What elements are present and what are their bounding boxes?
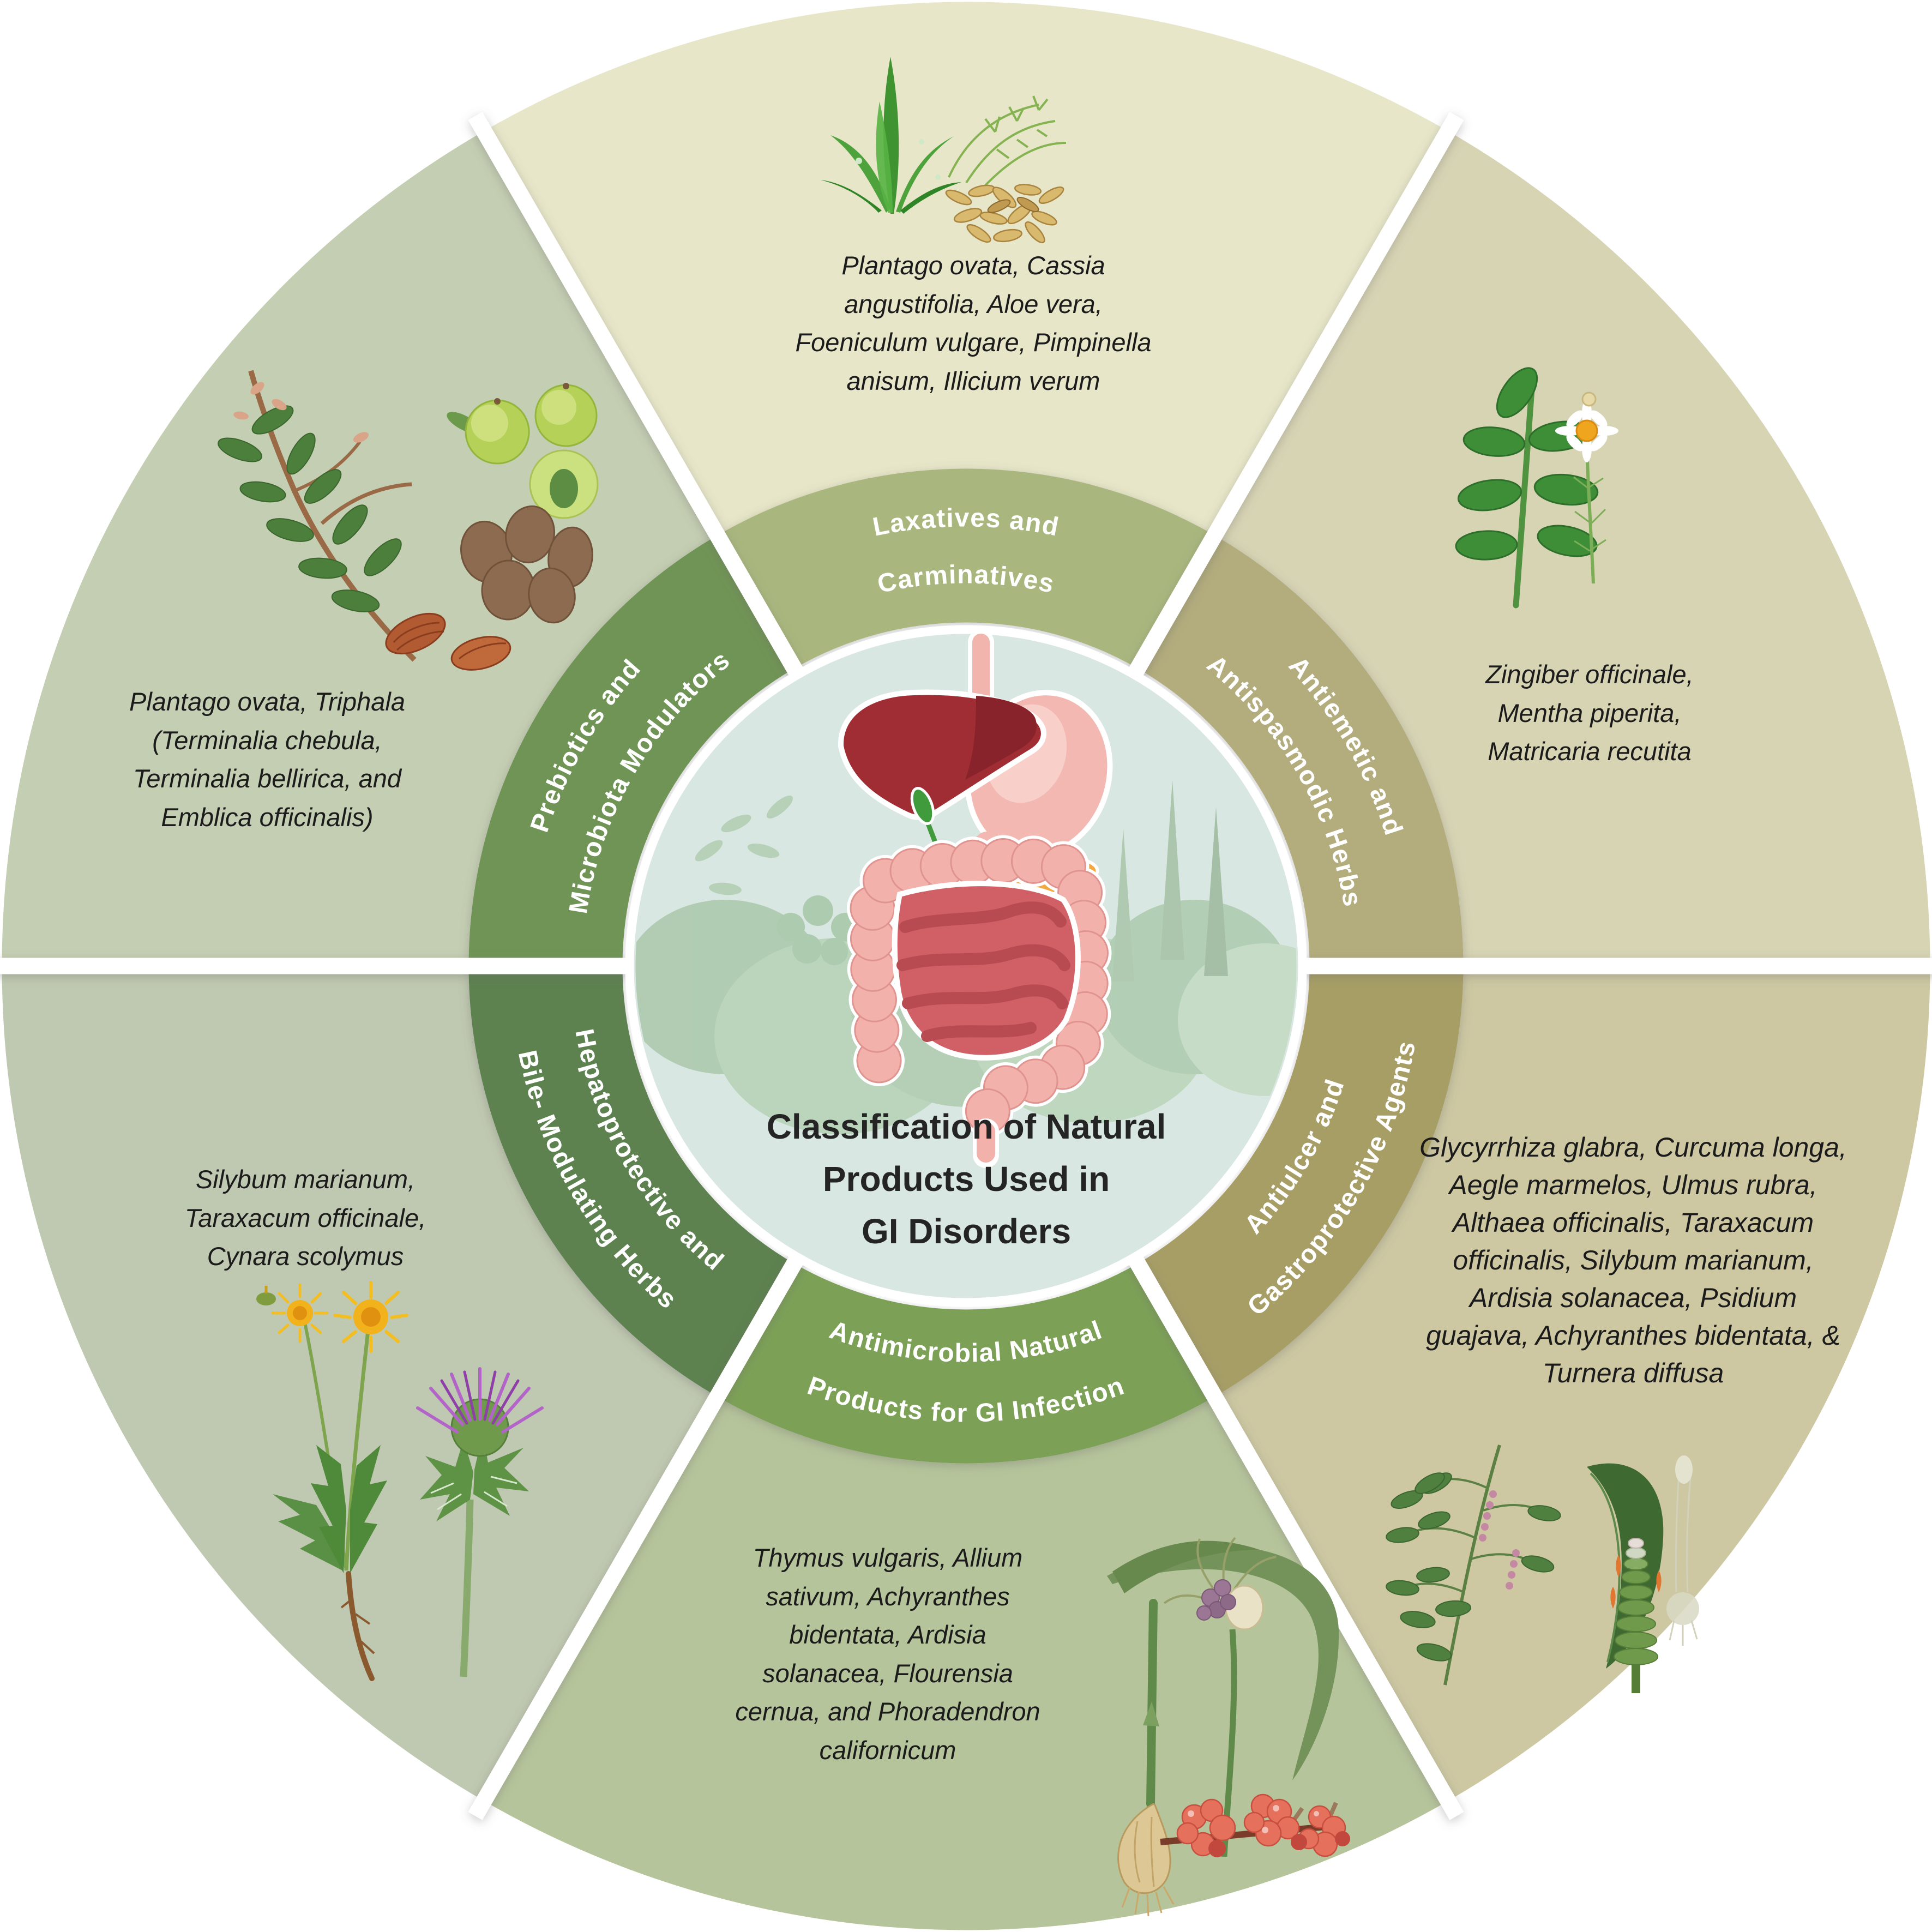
licorice-turmeric-icon: [1386, 1445, 1699, 1693]
garlic-bulbils-icon: [1163, 1537, 1277, 1630]
sector-divider: [1122, 112, 1464, 688]
sector-dividers: [0, 112, 1932, 1820]
species-list-antimicrobial: Thymus vulgaris, Allium sativum, Achyran…: [735, 1543, 1040, 1765]
band-antiemetic-and-antispasmodic-herbs: [1137, 535, 1464, 966]
sector-bands: [468, 468, 1464, 1464]
band-prebiotics-and-microbiota-modulators: [468, 535, 795, 966]
garlic-mistletoe-icon: [1107, 1537, 1350, 1917]
wedge-antimicrobial-natural-products-for-gi-infection: [484, 1397, 1448, 1930]
species-list-laxatives: Plantago ovata, Cassia angustifolia, Alo…: [795, 251, 1152, 395]
band-antimicrobial-natural-products-for-gi-infection: [717, 1263, 1215, 1464]
large-intestine-icon: [850, 838, 1109, 1134]
wedge-laxatives-and-carminatives: [484, 2, 1448, 535]
small-intestine-icon: [892, 881, 1081, 1061]
triphala-branch-icon: [218, 370, 599, 671]
sector-divider: [468, 1244, 810, 1820]
dandelion-flowers-icon: [256, 1281, 408, 1353]
peppermint-chamomile-icon: [1455, 367, 1618, 609]
diagram-title-line: Classification of Natural: [766, 1107, 1166, 1146]
gallbladder-icon: [910, 787, 935, 825]
aloe-vera-icon: [821, 57, 961, 214]
diagram-title-line: Products Used in: [822, 1159, 1110, 1199]
band-hepatoprotective-and-bile-modulating-herbs: [468, 966, 795, 1397]
diagram-title-line: GI Disorders: [861, 1212, 1072, 1251]
diagram-title: Classification of Natural Products Used …: [666, 1100, 1266, 1257]
gi-tract-illustration: [838, 629, 1113, 1168]
species-list-antiemetic: Zingiber officinale, Mentha piperita, Ma…: [1485, 660, 1694, 766]
species-list-hepatoprotective: Silybum marianum, Taraxacum officinale, …: [184, 1165, 426, 1271]
band-laxatives-and-carminatives: [717, 468, 1215, 669]
sector-divider: [468, 112, 810, 688]
garlic-bulb-icon: [1117, 1803, 1175, 1917]
fennel-seeds-icon: [945, 95, 1067, 244]
species-list-antiulcer: Glycyrrhiza glabra, Curcuma longa, Aegle…: [1419, 1132, 1847, 1388]
amla-fruits-icon: [447, 383, 599, 519]
herbs-background: [635, 780, 1297, 1134]
sector-divider: [1122, 1244, 1464, 1820]
wedge-hepatoprotective-and-bile-modulating-herbs: [2, 966, 718, 1801]
dried-seed-pods-icon: [385, 612, 511, 671]
species-list-prebiotics: Plantago ovata, Triphala (Terminalia che…: [129, 687, 405, 832]
myrobalan-fruits-icon: [460, 505, 593, 624]
band-antiulcer-and-gastroprotective-agents: [1137, 966, 1464, 1397]
dandelion-milk-thistle-icon: [256, 1281, 544, 1681]
milk-thistle-icon: [416, 1367, 544, 1677]
chamomile-flower-icon: [1555, 392, 1618, 462]
mistletoe-berries-icon: [1160, 1793, 1350, 1857]
wedge-prebiotics-and-microbiota-modulators: [2, 131, 718, 966]
turmeric-plant-icon: [1587, 1455, 1699, 1693]
